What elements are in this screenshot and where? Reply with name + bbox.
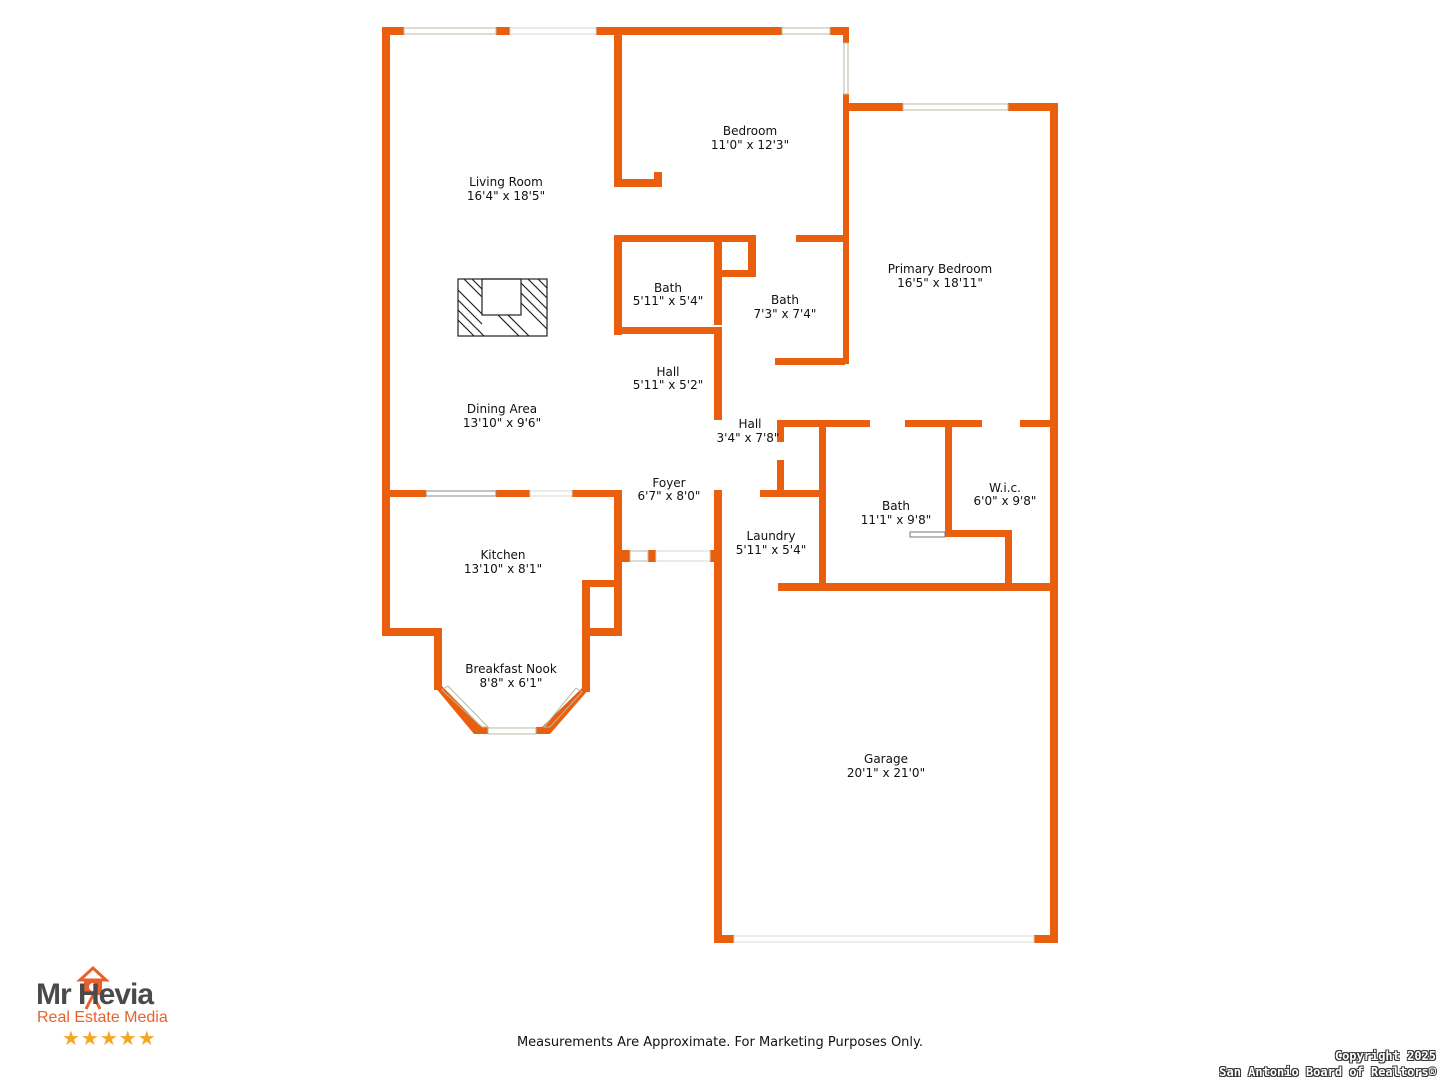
room-hall-center-name: Hall bbox=[738, 417, 761, 431]
room-bath-primary-name: Bath bbox=[882, 499, 910, 513]
room-bath-hall-dims: 5'11" x 5'4" bbox=[633, 294, 704, 308]
room-bath-hall-name: Bath bbox=[654, 281, 682, 295]
room-wic-dims: 6'0" x 9'8" bbox=[974, 494, 1037, 508]
walls bbox=[382, 27, 1058, 943]
room-primary-bedroom-dims: 16'5" x 18'11" bbox=[897, 276, 983, 290]
fireplace-symbol bbox=[457, 278, 548, 337]
room-laundry-name: Laundry bbox=[747, 529, 796, 543]
windows-and-doors bbox=[403, 27, 1035, 943]
room-bath-jack-name: Bath bbox=[771, 293, 799, 307]
copyright-line1: Copyright 2025 bbox=[1334, 1049, 1436, 1063]
room-hall-small-dims: 5'11" x 5'2" bbox=[633, 378, 704, 392]
room-hall-center-dims: 3'4" x 7'8" bbox=[717, 431, 780, 445]
room-garage-dims: 20'1" x 21'0" bbox=[847, 766, 925, 780]
room-bath-jack-dims: 7'3" x 7'4" bbox=[754, 307, 817, 321]
logo-stars: ★★★★★ bbox=[62, 1026, 157, 1050]
copyright-notice: Copyright 2025 San Antonio Board of Real… bbox=[1219, 1048, 1436, 1080]
room-labels: Living Room 16'4" x 18'5" Bedroom 11'0" … bbox=[463, 124, 1037, 780]
room-primary-bedroom-name: Primary Bedroom bbox=[888, 262, 992, 276]
room-hall-small-name: Hall bbox=[656, 365, 679, 379]
logo-name: Mr Hevia bbox=[36, 978, 154, 1011]
room-foyer-dims: 6'7" x 8'0" bbox=[638, 489, 701, 503]
room-foyer-name: Foyer bbox=[652, 476, 685, 490]
logo-tagline: Real Estate Media bbox=[37, 1009, 168, 1026]
room-breakfast-nook-name: Breakfast Nook bbox=[465, 662, 557, 676]
room-living-name: Living Room bbox=[469, 175, 543, 189]
house-camera-icon bbox=[76, 965, 110, 1010]
room-kitchen-name: Kitchen bbox=[480, 548, 525, 562]
copyright-line2: San Antonio Board of Realtors® bbox=[1219, 1065, 1436, 1079]
room-living-dims: 16'4" x 18'5" bbox=[467, 189, 545, 203]
room-dining-dims: 13'10" x 9'6" bbox=[463, 416, 541, 430]
room-bedroom-dims: 11'0" x 12'3" bbox=[711, 138, 789, 152]
room-dining-name: Dining Area bbox=[467, 402, 537, 416]
room-laundry-dims: 5'11" x 5'4" bbox=[736, 543, 807, 557]
room-wic-name: W.i.c. bbox=[989, 481, 1021, 495]
room-kitchen-dims: 13'10" x 8'1" bbox=[464, 562, 542, 576]
room-bedroom-name: Bedroom bbox=[723, 124, 777, 138]
room-garage-name: Garage bbox=[864, 752, 908, 766]
room-bath-primary-dims: 11'1" x 9'8" bbox=[861, 513, 932, 527]
disclaimer-text: Measurements Are Approximate. For Market… bbox=[516, 1035, 924, 1050]
room-breakfast-nook-dims: 8'8" x 6'1" bbox=[480, 676, 543, 690]
